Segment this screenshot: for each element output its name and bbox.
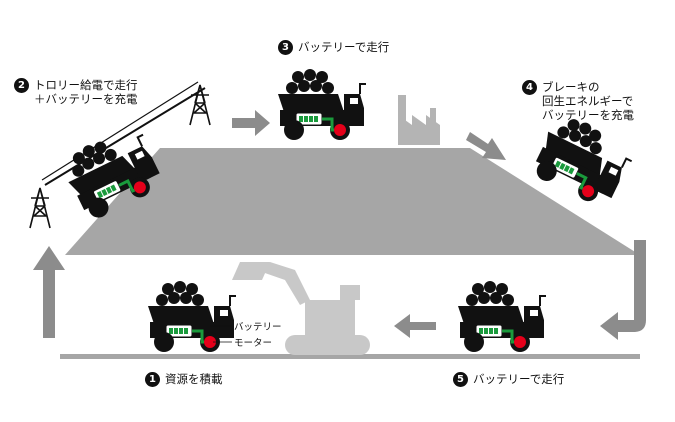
flow-arrow-left-bottom: [394, 314, 436, 338]
trolley-wire: [44, 87, 206, 186]
step-4-text-line3: バッテリーを充電: [542, 108, 634, 122]
flow-arrow-down-left: [600, 240, 646, 340]
factory-icon: [398, 95, 440, 145]
step-1-text: 資源を積載: [165, 372, 223, 386]
step-2-label: 2 トロリー給電で走行 ＋バッテリーを充電: [14, 78, 138, 106]
step-4-number: 4: [522, 80, 537, 95]
step-5-label: 5 バッテリーで走行: [453, 372, 564, 387]
legend-motor: モーター: [234, 338, 273, 349]
pylon-icon: [29, 187, 51, 229]
step-5-number: 5: [453, 372, 468, 387]
step-3-label: 3 バッテリーで走行: [278, 40, 389, 55]
step-2-number: 2: [14, 78, 29, 93]
flow-arrow-right-top: [232, 110, 270, 136]
truck-step3: [276, 67, 368, 142]
step-4-label: 4 ブレーキの 回生エネルギーで バッテリーを充電: [522, 80, 634, 122]
haul-road-mountain: [65, 148, 640, 255]
step-1-label: 1 資源を積載: [145, 372, 223, 387]
trolley-wire-2: [41, 81, 199, 181]
legend-battery: バッテリー: [234, 322, 282, 333]
step-3-number: 3: [278, 40, 293, 55]
step-3-text: バッテリーで走行: [298, 40, 390, 54]
step-4-text-line1: ブレーキの: [542, 80, 600, 94]
step-5-text: バッテリーで走行: [473, 372, 565, 386]
step-2-text-line1: トロリー給電で走行: [34, 78, 138, 92]
step-2-text-line2: ＋バッテリーを充電: [34, 92, 138, 106]
flow-arrow-down-right: [466, 132, 506, 160]
ground-line: [60, 354, 640, 359]
flow-arrow-up-left: [33, 246, 65, 338]
excavator-icon: [232, 262, 370, 355]
truck-step5: [456, 279, 548, 354]
truck-step1: [146, 279, 238, 354]
step-4-text-line2: 回生エネルギーで: [542, 94, 634, 108]
step-1-number: 1: [145, 372, 160, 387]
